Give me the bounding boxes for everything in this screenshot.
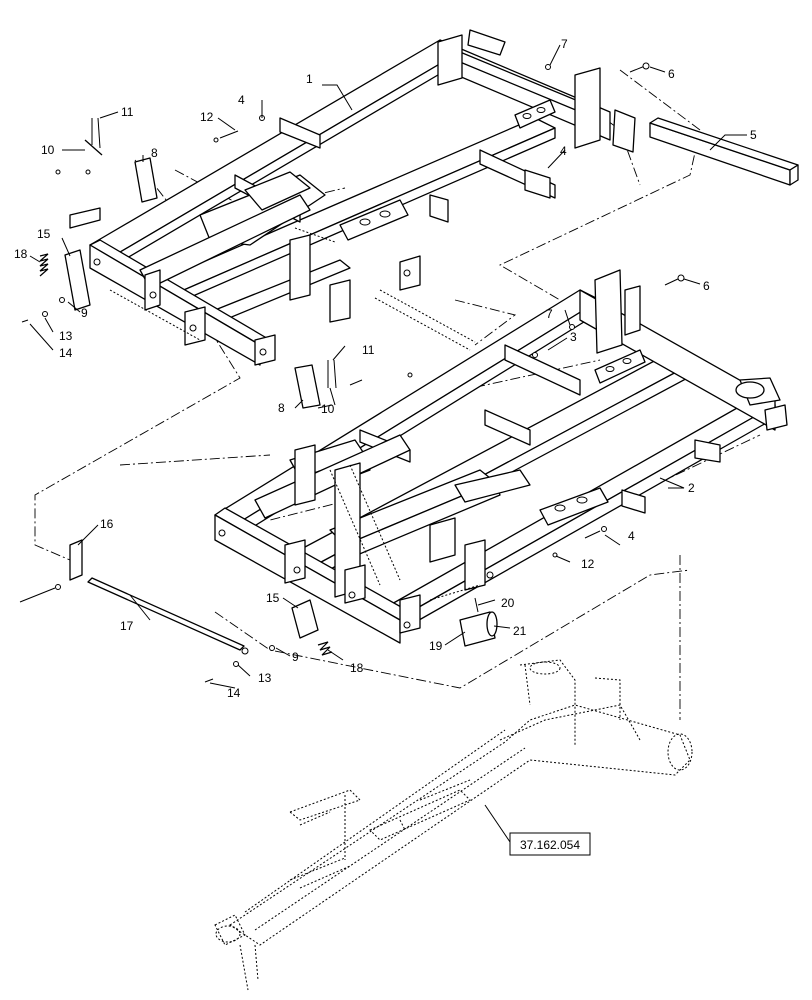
plate-15-upper bbox=[64, 249, 91, 311]
callout-18-upper: 18 bbox=[14, 247, 28, 261]
callout-15-lower: 15 bbox=[266, 591, 280, 605]
nut-7b bbox=[569, 324, 575, 330]
callout-10-lower: 10 bbox=[321, 402, 335, 416]
callout-10-upper: 10 bbox=[41, 143, 55, 157]
callout-12-upper: 12 bbox=[200, 110, 214, 124]
callout-16: 16 bbox=[100, 517, 114, 531]
callout-4-lower: 4 bbox=[628, 529, 635, 543]
callout-18-lower: 18 bbox=[350, 661, 364, 675]
callout-13-upper: 13 bbox=[59, 329, 73, 343]
reference-number: 37.162.054 bbox=[520, 838, 580, 852]
callout-12-lower: 12 bbox=[581, 557, 595, 571]
pin-19 bbox=[459, 611, 496, 647]
callout-20: 20 bbox=[501, 596, 515, 610]
callout-6-lower: 6 bbox=[703, 279, 710, 293]
callout-7-upper: 7 bbox=[561, 37, 568, 51]
callout-21: 21 bbox=[513, 624, 527, 638]
callout-4-upper: 4 bbox=[238, 93, 245, 107]
bolt-6b bbox=[664, 277, 681, 286]
small-parts bbox=[19, 62, 799, 683]
callout-3: 3 bbox=[570, 330, 577, 344]
lower-frame bbox=[214, 269, 788, 644]
pin-10-upper bbox=[84, 139, 103, 156]
bracket-16 bbox=[69, 539, 83, 581]
callout-17: 17 bbox=[120, 619, 134, 633]
pin-20 bbox=[474, 597, 479, 613]
callout-4-mid: 4 bbox=[560, 144, 567, 158]
callout-14-upper: 14 bbox=[59, 346, 73, 360]
callout-6-upper: 6 bbox=[668, 67, 675, 81]
callout-11-upper: 11 bbox=[121, 105, 134, 119]
callout-labels: 1 2 3 4 4 4 5 6 6 7 7 8 8 9 9 10 10 11 1… bbox=[14, 37, 757, 700]
plate-8-lower bbox=[294, 364, 321, 409]
nut-7a bbox=[545, 64, 551, 70]
spring-18-upper bbox=[39, 253, 49, 277]
leader-lines bbox=[29, 44, 747, 843]
callout-9-lower: 9 bbox=[292, 650, 299, 664]
hitch-assembly bbox=[214, 659, 693, 991]
cross-reference[interactable]: 37.162.054 bbox=[509, 832, 591, 856]
callout-14-lower: 14 bbox=[227, 686, 241, 700]
callout-7-lower: 7 bbox=[546, 307, 553, 321]
callout-8-upper: 8 bbox=[151, 146, 158, 160]
bracket-4-upper bbox=[524, 169, 551, 199]
nut-3 bbox=[532, 352, 538, 358]
callout-15-upper: 15 bbox=[37, 227, 51, 241]
callout-11-lower: 11 bbox=[362, 343, 375, 357]
callout-8-lower: 8 bbox=[278, 401, 285, 415]
tube-part-5 bbox=[649, 122, 791, 186]
spring-18-lower bbox=[317, 641, 333, 656]
bolt-6a bbox=[629, 65, 646, 73]
callout-9-upper: 9 bbox=[81, 306, 88, 320]
callout-19: 19 bbox=[429, 639, 443, 653]
callout-2: 2 bbox=[688, 481, 695, 495]
rod-17 bbox=[87, 577, 245, 651]
callout-1: 1 bbox=[306, 72, 313, 86]
callout-13-lower: 13 bbox=[258, 671, 272, 685]
plate-8-upper bbox=[134, 157, 158, 203]
pin-10-lower bbox=[329, 387, 336, 406]
reference-box[interactable] bbox=[509, 832, 591, 856]
plate-15-lower bbox=[291, 599, 319, 639]
callout-5: 5 bbox=[750, 128, 757, 142]
